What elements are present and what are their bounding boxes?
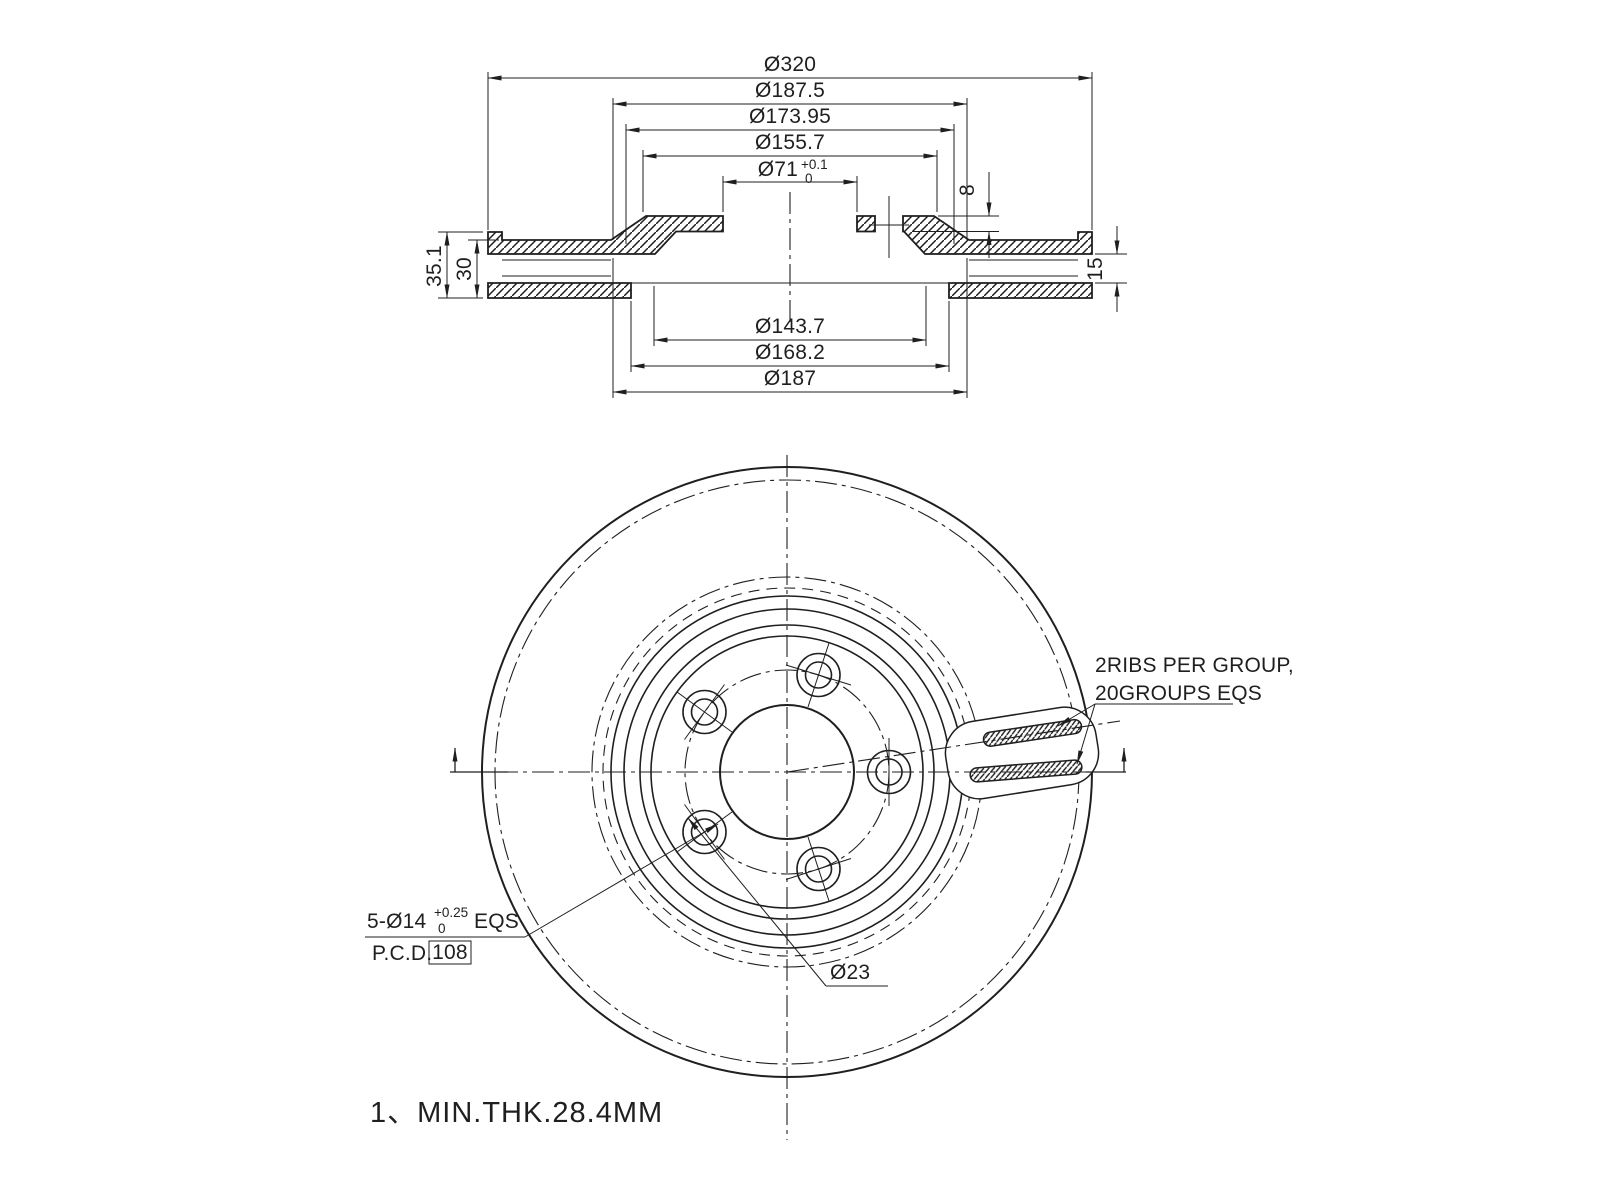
dim-flange-thickness: 8 bbox=[956, 184, 979, 196]
dim-bore-tol-lower: 0 bbox=[805, 171, 813, 186]
dim-vent-channel: 15 bbox=[1084, 257, 1107, 281]
dim-hat-face-diameter: Ø155.7 bbox=[755, 131, 825, 154]
bolt-pattern-annotation: 5-Ø14 +0.25 0 EQS P.C.D. 108 bbox=[365, 823, 719, 965]
pcd-value-box bbox=[428, 940, 472, 965]
front-view: 2RIBS PER GROUP, 20GROUPS EQS 5-Ø14 +0.2… bbox=[365, 455, 1294, 1140]
bolt-pattern-suffix: EQS bbox=[474, 910, 519, 933]
ribs-note-line2: 20GROUPS EQS bbox=[1095, 682, 1262, 705]
rib-upper bbox=[982, 718, 1083, 747]
dim-band-inner-diameter: Ø187 bbox=[764, 367, 816, 390]
bolt-hole-lower-right bbox=[785, 836, 852, 902]
bolt-tol-lower: 0 bbox=[438, 921, 446, 936]
section-extension-lines bbox=[438, 72, 1127, 398]
counterbore-annotation: Ø23 bbox=[687, 817, 888, 987]
counterbore-dia-label: Ø23 bbox=[830, 961, 870, 984]
dim-disc-thickness: 30 bbox=[453, 257, 476, 281]
section-bolt-hole bbox=[869, 196, 909, 258]
dim-bore-tol-upper: +0.1 bbox=[801, 157, 828, 172]
ribs-annotation: 2RIBS PER GROUP, 20GROUPS EQS bbox=[1057, 654, 1294, 765]
dim-hat-wall-diameter: Ø173.95 bbox=[749, 105, 831, 128]
bolt-tol-upper: +0.25 bbox=[434, 905, 468, 920]
bolt-hole-upper-right bbox=[785, 642, 852, 708]
pcd-value: 108 bbox=[432, 941, 468, 964]
section-view: Ø320 Ø187.5 Ø173.95 Ø155.7 Ø71 +0.1 0 Ø1… bbox=[423, 53, 1127, 398]
dim-outer-diameter: Ø320 bbox=[764, 53, 816, 76]
section-inboard-plate-right bbox=[948, 282, 1093, 299]
dim-center-bore: Ø71 bbox=[758, 158, 798, 181]
bolt-hole-upper-left bbox=[676, 684, 733, 740]
dim-hat-flange-diameter: Ø187.5 bbox=[755, 79, 825, 102]
ribs-note-line1: 2RIBS PER GROUP, bbox=[1095, 654, 1294, 677]
section-outboard-plate-right bbox=[902, 215, 1093, 255]
section-outboard-plate-left bbox=[487, 215, 724, 255]
section-dimension-lines bbox=[444, 75, 1120, 395]
front-view-centerlines bbox=[450, 455, 1127, 1140]
dim-hat-opening-diameter: Ø143.7 bbox=[755, 315, 825, 338]
bolt-pattern-label: 5-Ø14 bbox=[367, 910, 426, 933]
rib-cutaway bbox=[944, 706, 1100, 800]
dim-plate-inner-diameter: Ø168.2 bbox=[755, 341, 825, 364]
min-thickness-note: 1、MIN.THK.28.4MM bbox=[370, 1097, 663, 1129]
bolt-hole-lower-left bbox=[676, 804, 733, 860]
pcd-label: P.C.D. bbox=[372, 942, 432, 965]
dim-overall-height: 35.1 bbox=[423, 245, 446, 287]
section-flange-bore-side bbox=[856, 215, 876, 233]
rib-lower bbox=[969, 759, 1083, 783]
section-inboard-plate-left bbox=[487, 282, 632, 299]
